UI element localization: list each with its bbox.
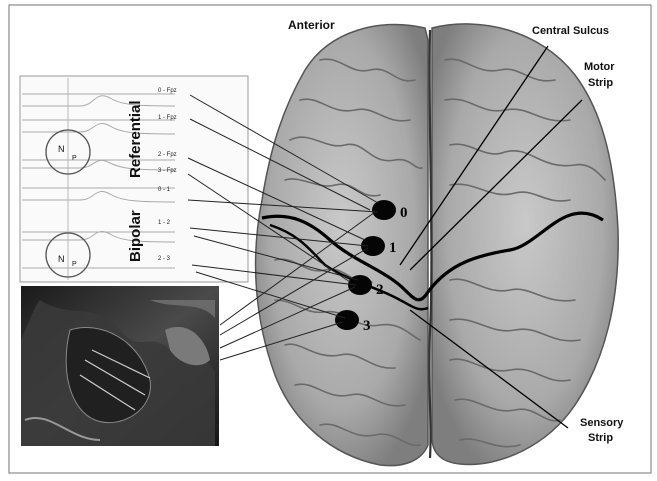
channel-ref-1: 1 - Fpz (158, 115, 177, 121)
motor-strip-label-line2: Strip (588, 77, 613, 89)
electrode-label-0: 0 (400, 205, 408, 221)
channel-ref-2: 2 - Fpz (158, 152, 177, 158)
central-sulcus-label: Central Sulcus (532, 25, 609, 37)
electrode-label-1: 1 (389, 240, 397, 256)
ref-circle-p: P (72, 155, 77, 162)
left-hemisphere (256, 25, 428, 466)
eeg-montage-panel: N P N P Referential Bipolar 0 - Fpz 1 - … (20, 76, 248, 282)
electrode-label-3: 3 (363, 318, 371, 334)
sensory-strip-label-line1: Sensory (580, 417, 624, 429)
referential-label: Referential (127, 100, 144, 178)
channel-ref-3: 3 - Fpz (158, 168, 177, 174)
longitudinal-fissure (429, 30, 431, 458)
electrode-3 (335, 310, 359, 330)
sensory-strip-label-line2: Strip (588, 432, 613, 444)
brain-illustration (256, 24, 619, 466)
channel-bip-1: 1 - 2 (158, 220, 171, 226)
bip-circle-p: P (72, 261, 77, 268)
electrode-label-2: 2 (376, 282, 384, 298)
electrode-0 (372, 200, 396, 220)
anterior-label: Anterior (288, 18, 335, 32)
bipolar-label: Bipolar (127, 210, 144, 262)
channel-bip-0: 0 - 1 (158, 187, 171, 193)
motor-strip-label-line1: Motor (584, 61, 615, 73)
channel-bip-2: 2 - 3 (158, 256, 171, 262)
bip-circle-n: N (58, 254, 65, 264)
ref-circle-n: N (58, 144, 65, 154)
surgical-photo (21, 286, 219, 446)
channel-ref-0: 0 - Fpz (158, 88, 177, 94)
